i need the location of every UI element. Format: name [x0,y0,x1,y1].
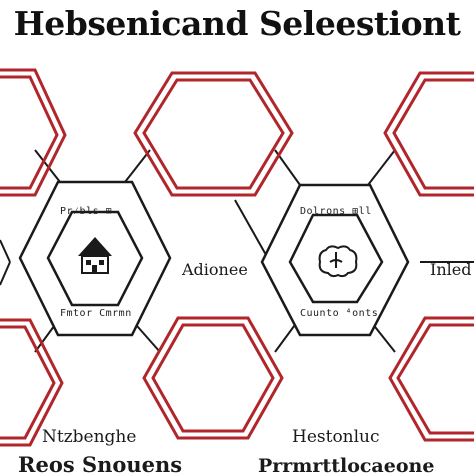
bottom-center-label: Hestonluc [292,427,380,447]
house-icon [78,237,112,274]
bottom-left-label: Ntzbenghe [42,427,136,447]
node-left [18,180,172,337]
node-right-bottom-caption: Cuunto ⁴onts [300,308,378,319]
connector-line [124,149,151,183]
footer-left-label: Reos Snouens [18,452,182,474]
node-right-top-caption: Dolrons ⊞ll [300,206,372,217]
center-label: Adionee [181,260,248,279]
outer-hex-top-center [133,71,294,197]
outer-hex-top-right [383,71,474,197]
node-left-bottom-caption: Fmtor Cmrmn [60,308,132,319]
node-right [260,183,410,337]
connector-line [234,199,271,263]
footer-right-label: Prrmrttlocaeone [258,455,434,474]
node-left-top-caption: Pr⁄bls ⊞ [60,206,112,217]
outer-hex-bottom-right [388,316,474,442]
connector-line [34,149,61,183]
brain-icon [318,245,358,278]
outer-hex-bottom-center [142,316,284,440]
connector-line [367,149,396,186]
diagram-title: Hebsenicand Seleestiont [13,4,461,43]
outer-hex-top-left [0,68,67,197]
right-edge-label: Inled [430,260,471,279]
connector-line [0,239,11,263]
outer-hex-bottom-left [0,318,64,447]
connector-line [0,261,11,286]
